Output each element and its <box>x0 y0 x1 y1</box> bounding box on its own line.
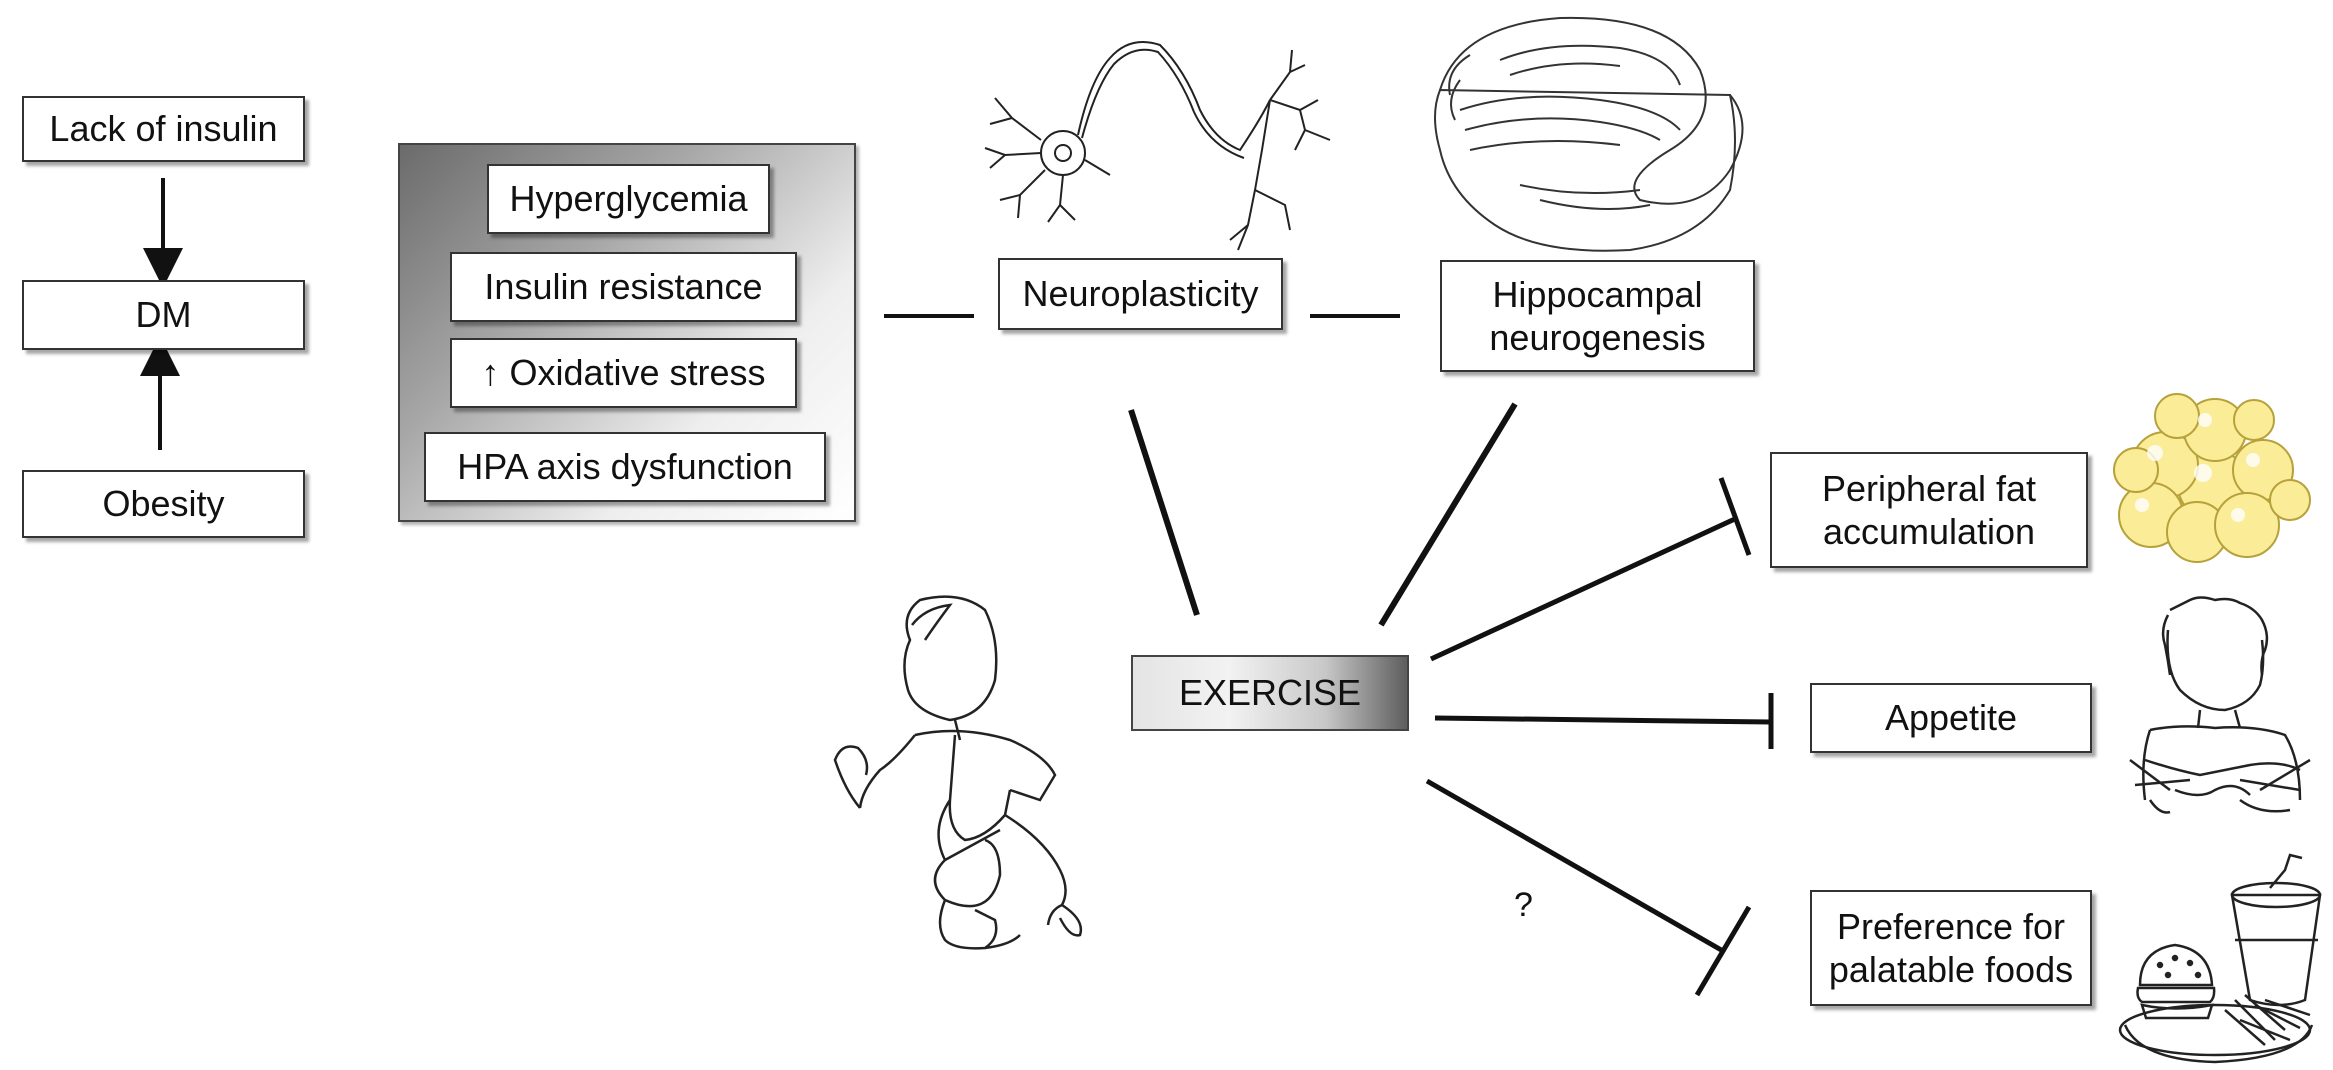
insulin-resistance-label: Insulin resistance <box>484 266 763 308</box>
inhibit-appetite <box>1434 715 1772 725</box>
peripheral-fat-box: Peripheral fat accumulation <box>1770 452 2088 568</box>
neuron-illustration <box>984 41 1331 251</box>
lack-of-insulin-box: Lack of insulin <box>22 96 305 162</box>
oxidative-stress-label: ↑ Oxidative stress <box>481 352 766 394</box>
hyperglycemia-box: Hyperglycemia <box>487 164 770 234</box>
palatable-foods-box: Preference for palatable foods <box>1810 890 2092 1006</box>
hippocampus-illustration <box>1434 16 1744 252</box>
hippocampal-neurogenesis-box: Hippocampal neurogenesis <box>1440 260 1755 372</box>
fat-cells-illustration <box>2113 393 2311 563</box>
connector-neuroplasticity-exercise <box>1128 409 1200 616</box>
inhibit-palatable-foods <box>1425 778 1725 954</box>
obesity-box: Obesity <box>22 470 305 538</box>
child-eating-illustration <box>2129 596 2311 814</box>
insulin-resistance-box: Insulin resistance <box>450 252 797 322</box>
question-mark: ? <box>1514 886 1533 924</box>
child-running-illustration <box>833 595 1083 950</box>
neuroplasticity-box: Neuroplasticity <box>998 258 1283 330</box>
palatable-foods-line1: Preference for <box>1836 905 2066 947</box>
hpa-axis-label: HPA axis dysfunction <box>457 446 793 488</box>
lack-of-insulin-label: Lack of insulin <box>49 108 278 150</box>
dm-label: DM <box>135 294 192 336</box>
appetite-box: Appetite <box>1810 683 2092 753</box>
dm-box: DM <box>22 280 305 350</box>
oxidative-stress-box: ↑ Oxidative stress <box>450 338 797 408</box>
exercise-label: EXERCISE <box>1178 672 1362 713</box>
peripheral-fat-line2: accumulation <box>1822 511 2036 552</box>
inhibit-peripheral-fat-bar <box>1718 477 1752 556</box>
fast-food-illustration <box>2118 853 2322 1064</box>
connector-hippocampal-exercise <box>1378 402 1518 627</box>
hyperglycemia-label: Hyperglycemia <box>509 178 748 220</box>
hpa-axis-box: HPA axis dysfunction <box>424 432 826 502</box>
neuroplasticity-label: Neuroplasticity <box>1022 273 1259 315</box>
obesity-label: Obesity <box>102 483 225 525</box>
hippocampal-label-line2: neurogenesis <box>1489 317 1706 358</box>
exercise-box: EXERCISE <box>1131 655 1409 731</box>
inhibit-palatable-foods-bar <box>1694 905 1752 997</box>
inhibit-peripheral-fat <box>1429 515 1739 662</box>
appetite-label: Appetite <box>1884 697 2018 739</box>
peripheral-fat-line1: Peripheral fat <box>1821 467 2037 509</box>
hippocampal-label-line1: Hippocampal <box>1492 273 1703 315</box>
palatable-foods-line2: palatable foods <box>1828 949 2074 990</box>
